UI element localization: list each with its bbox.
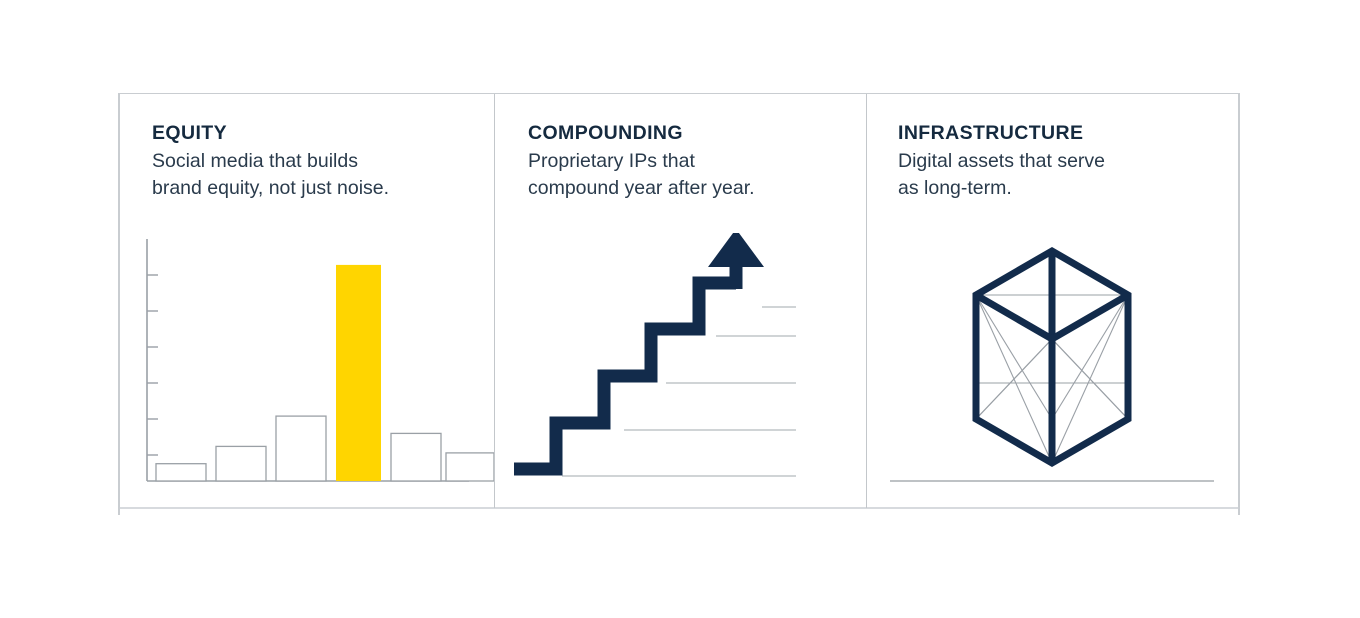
board-right-edge	[1238, 93, 1240, 515]
bar-1	[155, 463, 207, 482]
panel-infrastructure: INFRASTRUCTURE Digital assets that serve…	[866, 93, 1238, 507]
panel-compounding-description: Proprietary IPs that compound year after…	[528, 150, 755, 199]
panel-infrastructure-head: INFRASTRUCTURE Digital assets that serve…	[898, 122, 1220, 201]
bar-6	[445, 452, 494, 482]
bar-4-highlighted	[336, 264, 381, 481]
cube-left-face-diagonals	[975, 294, 1128, 464]
bar-chart-svg	[146, 239, 494, 482]
bar-5	[390, 432, 442, 482]
staircase-path	[514, 276, 736, 476]
panel-compounding: COMPOUNDING Proprietary IPs that compoun…	[494, 93, 866, 507]
panel-infrastructure-description: Digital assets that serve as long-term.	[898, 150, 1106, 199]
panel-infrastructure-title: INFRASTRUCTURE	[898, 122, 1084, 144]
panel-compounding-title: COMPOUNDING	[528, 122, 683, 144]
chart-y-ticks	[147, 274, 158, 456]
cube-right-face-diagonals	[1051, 294, 1129, 464]
feature-panels-board: EQUITY Social media that builds brand eq…	[118, 93, 1240, 515]
panel-equity-head: EQUITY Social media that builds brand eq…	[152, 122, 476, 201]
wireframe-cube-svg	[890, 246, 1214, 482]
staircase-gridlines	[562, 306, 796, 477]
panel-equity: EQUITY Social media that builds brand eq…	[118, 93, 494, 507]
cube-inner-edges	[974, 251, 1130, 463]
panel-divider-1	[494, 94, 495, 508]
panel-divider-2	[866, 94, 867, 508]
bar-2	[215, 445, 267, 482]
board-bottom-border	[118, 507, 1240, 509]
panel-equity-title: EQUITY	[152, 122, 227, 144]
bar-3	[275, 415, 327, 482]
panel-compounding-head: COMPOUNDING Proprietary IPs that compoun…	[528, 122, 848, 201]
compounding-staircase-chart	[494, 233, 866, 507]
board-top-border	[118, 93, 1240, 94]
equity-bar-chart	[118, 233, 494, 507]
staircase-svg	[514, 233, 796, 477]
up-arrow-icon	[708, 233, 764, 267]
panel-equity-description: Social media that builds brand equity, n…	[152, 150, 390, 199]
board-left-edge	[118, 93, 120, 515]
infrastructure-cube-diagram	[866, 233, 1238, 507]
